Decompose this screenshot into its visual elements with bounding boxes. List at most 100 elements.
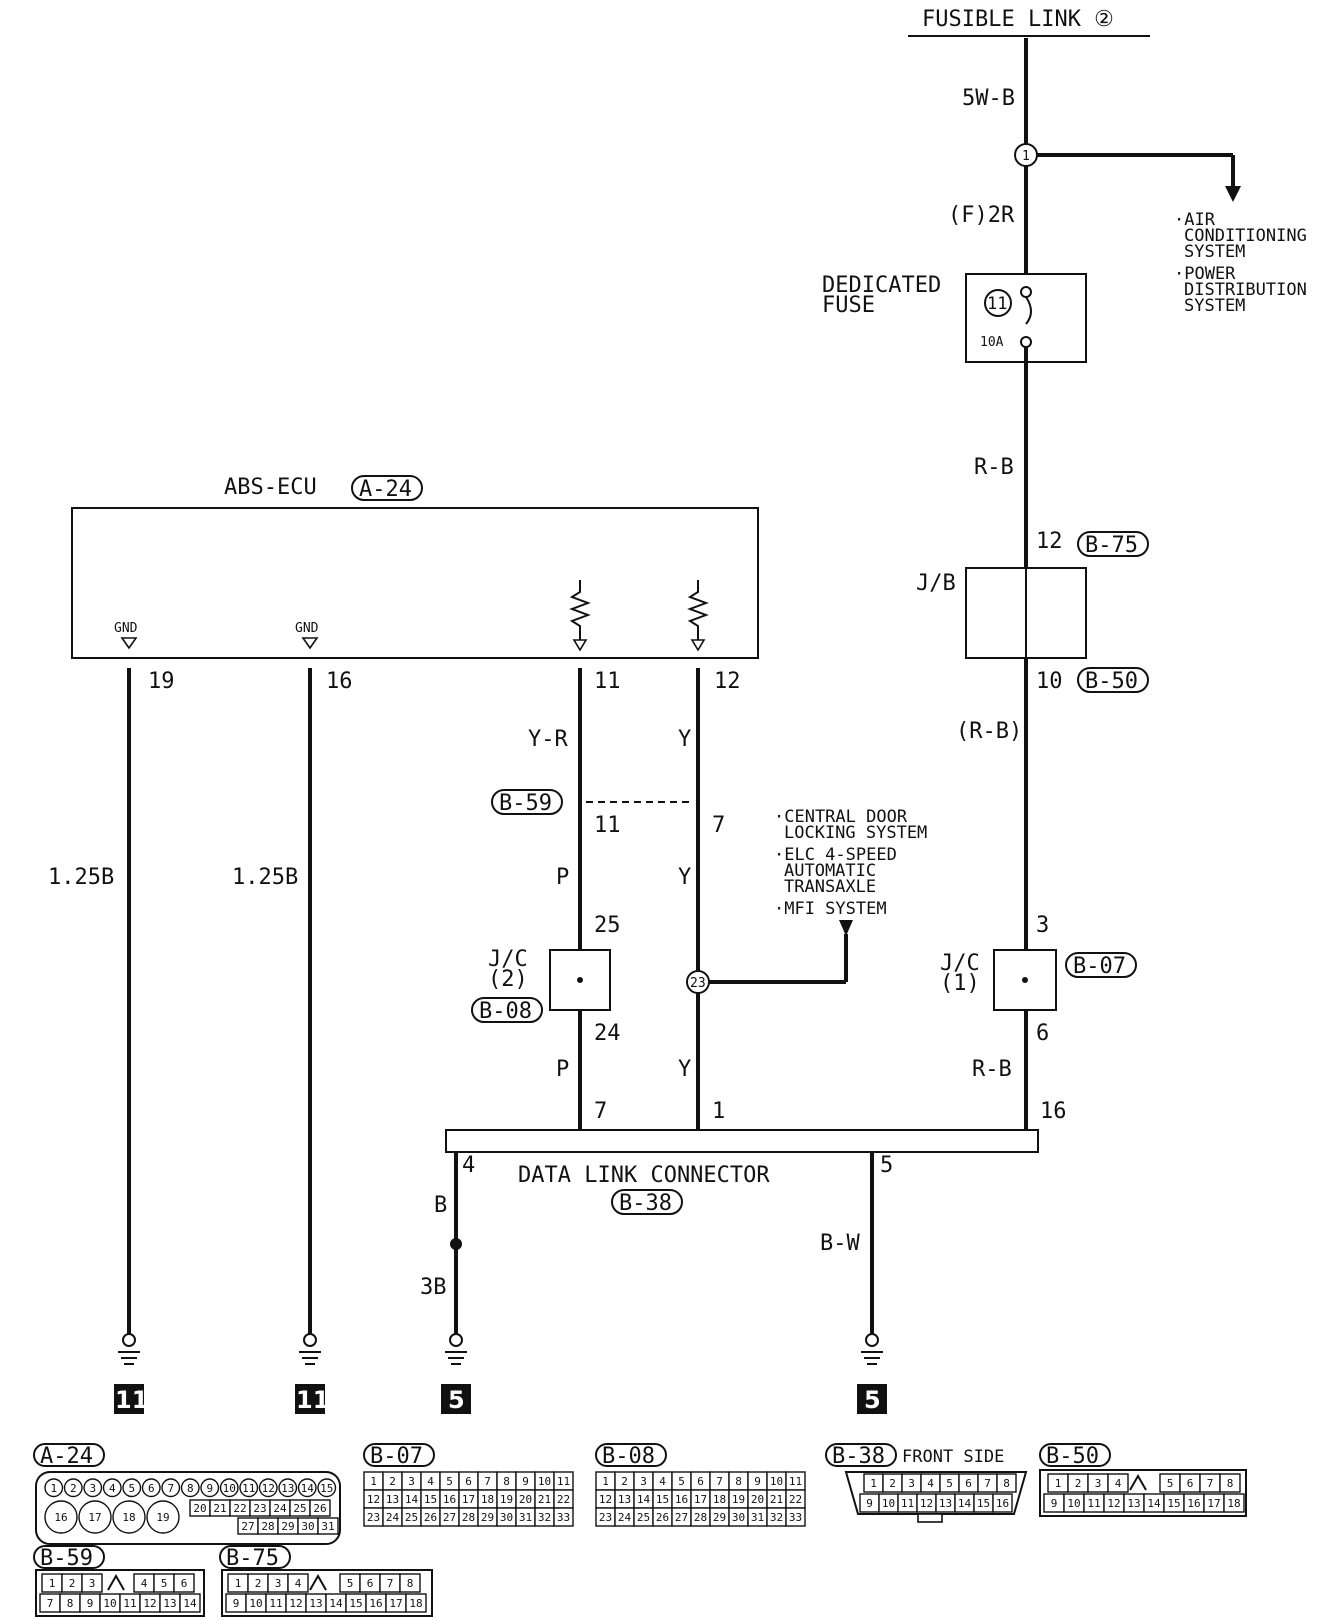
svg-text:2: 2 (389, 1475, 396, 1488)
splice-23 (686, 970, 710, 994)
svg-text:1: 1 (602, 1475, 609, 1488)
svg-text:14: 14 (405, 1493, 419, 1506)
svg-text:26: 26 (656, 1511, 669, 1524)
svg-text:·CENTRAL DOOR: ·CENTRAL DOOR (774, 807, 908, 827)
svg-text:5: 5 (161, 1577, 168, 1590)
svg-text:19: 19 (156, 1511, 169, 1524)
connector-pin: 9 (225, 1593, 247, 1613)
tag-b38: B-38 (611, 1189, 683, 1216)
connector-pin: 13 (614, 1489, 635, 1509)
svg-text:29: 29 (281, 1520, 294, 1533)
connector-pin: 29 (709, 1507, 730, 1527)
svg-text:8: 8 (187, 1482, 194, 1495)
connector-pin: 1 (227, 1573, 249, 1593)
connector-pin: 18 (477, 1489, 498, 1509)
svg-text:30: 30 (500, 1511, 513, 1524)
wire-label-p1: P (556, 865, 569, 890)
wire-label-y2: Y (678, 865, 691, 890)
svg-text:B-59: B-59 (40, 1546, 93, 1571)
svg-text:B-07: B-07 (1073, 954, 1126, 979)
key-slot-icon (107, 1573, 125, 1591)
pin-jb-12: 12 (1036, 529, 1063, 554)
svg-text:·MFI SYSTEM: ·MFI SYSTEM (774, 899, 887, 919)
svg-text:7: 7 (984, 1477, 991, 1490)
connector-pin: 14 (179, 1593, 201, 1613)
connector-pin: 12 (363, 1489, 384, 1509)
pin-abs-19: 19 (148, 669, 175, 694)
connector-pin: 11 (239, 1478, 259, 1498)
connector-pin: 8 (496, 1471, 517, 1491)
svg-text:12: 12 (143, 1597, 156, 1610)
svg-text:15: 15 (977, 1497, 990, 1510)
pin-jc2-24: 24 (594, 1021, 621, 1046)
connector-pin: 25 (401, 1507, 422, 1527)
svg-text:27: 27 (443, 1511, 456, 1524)
svg-text:11: 11 (901, 1497, 914, 1510)
svg-text:30: 30 (732, 1511, 745, 1524)
svg-text:19: 19 (500, 1493, 513, 1506)
fusible-link-label: FUSIBLE LINK ② (922, 7, 1114, 32)
fuse-label-2: FUSE (822, 293, 875, 318)
conn-view-tag-b08: B-08 (595, 1443, 667, 1469)
connector-pin: 5 (122, 1478, 142, 1498)
b38-latch (917, 1513, 943, 1523)
svg-text:9: 9 (522, 1475, 529, 1488)
svg-text:9: 9 (233, 1597, 240, 1610)
wire-label-rb-bot: R-B (972, 1057, 1012, 1082)
connector-pin: 11 (897, 1493, 918, 1513)
wire-label-b: B (434, 1193, 447, 1218)
ground-point-11: 11 (114, 1384, 148, 1414)
connector-pin: 31 (317, 1517, 339, 1535)
connector-pin: 28 (257, 1517, 279, 1535)
connector-pin: 30 (297, 1517, 319, 1535)
svg-text:5: 5 (678, 1475, 685, 1488)
connector-pin: 14 (297, 1478, 317, 1498)
conn-view-tag-b59: B-59 (33, 1545, 105, 1571)
svg-text:24: 24 (618, 1511, 632, 1524)
svg-text:SYSTEM: SYSTEM (1184, 296, 1245, 316)
svg-text:11: 11 (296, 1386, 329, 1414)
connector-pin: 11 (785, 1471, 806, 1491)
svg-text:16: 16 (675, 1493, 688, 1506)
svg-text:9: 9 (206, 1482, 213, 1495)
connector-pin: 2 (61, 1573, 83, 1593)
svg-text:17: 17 (462, 1493, 475, 1506)
svg-text:26: 26 (313, 1502, 326, 1515)
svg-text:14: 14 (637, 1493, 651, 1506)
connector-pin: 7 (977, 1473, 998, 1493)
conn-view-tag-b50: B-50 (1039, 1443, 1111, 1469)
wire-label-y1: Y (678, 727, 691, 752)
wire-label-3b: 3B (420, 1275, 447, 1300)
pin-abs-16: 16 (326, 669, 353, 694)
connector-pin: 5 (939, 1473, 960, 1493)
jc1-label-2: (1) (940, 971, 980, 996)
svg-text:2: 2 (255, 1577, 262, 1590)
connector-pin: 10 (1063, 1493, 1085, 1513)
connector-pin: 24 (382, 1507, 403, 1527)
svg-text:14: 14 (958, 1497, 972, 1510)
wire-label-p2: P (556, 1057, 569, 1082)
connector-pin: 4 (420, 1471, 441, 1491)
connector-pin: 8 (728, 1471, 749, 1491)
connector-pin: 6 (173, 1573, 195, 1593)
connector-pin: 15 (420, 1489, 441, 1509)
svg-text:·ELC 4-SPEED: ·ELC 4-SPEED (774, 845, 897, 865)
svg-text:4: 4 (141, 1577, 148, 1590)
connector-pin: 20 (747, 1489, 768, 1509)
svg-text:1: 1 (50, 1482, 57, 1495)
connector-pin: 3 (1087, 1473, 1109, 1493)
svg-text:9: 9 (866, 1497, 873, 1510)
svg-text:2: 2 (70, 1482, 77, 1495)
connector-pin: 10 (766, 1471, 787, 1491)
svg-text:22: 22 (557, 1493, 570, 1506)
svg-text:12: 12 (599, 1493, 612, 1506)
connector-pin: 21 (209, 1499, 231, 1517)
conn-view-tag-b75: B-75 (219, 1545, 291, 1571)
svg-text:14: 14 (329, 1597, 343, 1610)
